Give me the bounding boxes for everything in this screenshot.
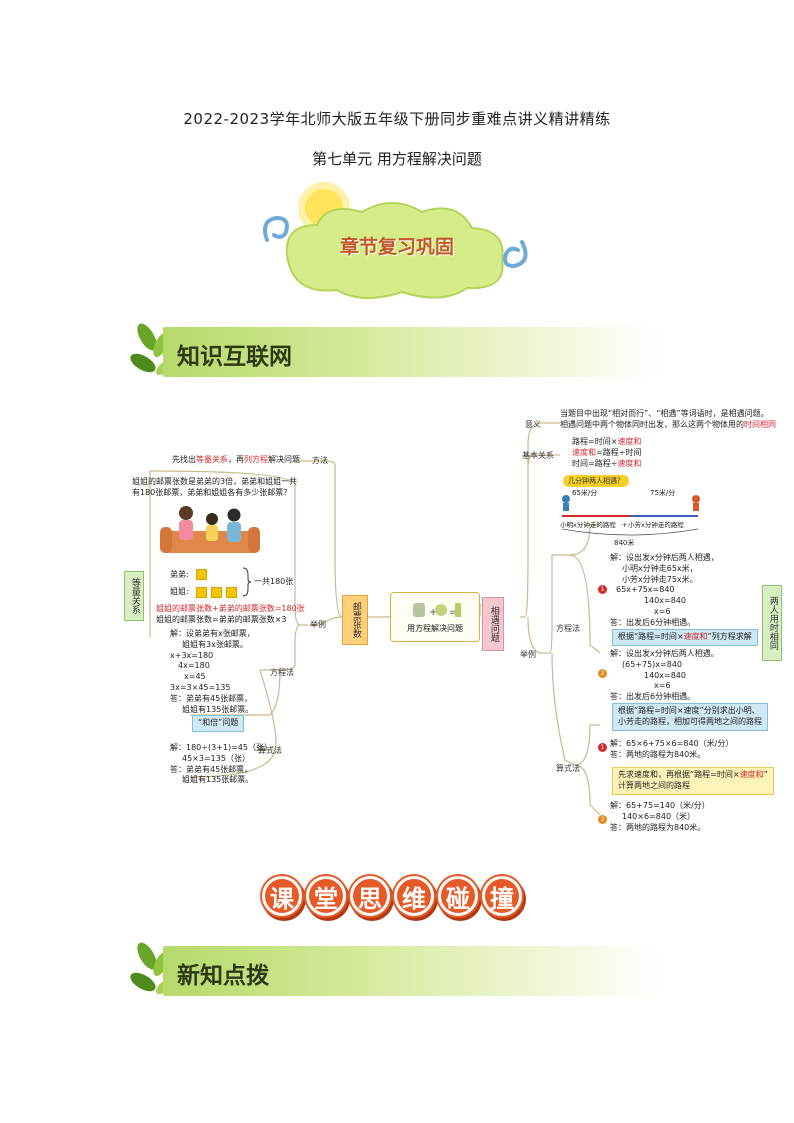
center-label: 用方程解决问题 bbox=[407, 624, 463, 633]
sum-times-tag: “和倍”问题 bbox=[192, 715, 245, 732]
title-char-3: 思 bbox=[350, 876, 390, 916]
document-title: 2022-2023学年北师大版五年级下册同步重难点讲义精讲精练 bbox=[183, 110, 611, 128]
arithmetic-note-2: 先求速度和，再根据“路程=时间×速度和” 计算两地之间的路程 bbox=[612, 767, 774, 795]
brace-icon bbox=[242, 567, 252, 597]
equation-note: 根据“路程=时间×速度和”列方程求解 bbox=[612, 629, 758, 646]
chapter-review-badge: 章节复习巩固 bbox=[262, 180, 532, 305]
left-equation-method-label: 方程法 bbox=[270, 668, 294, 677]
left-arithmetic-solution: 解：180÷(3+1)=45（张） 45×3=135（张） 答：弟弟有45张邮票… bbox=[170, 743, 272, 785]
chapter-review-label: 章节复习巩固 bbox=[339, 236, 454, 258]
arith-2-badge: 2 bbox=[598, 815, 607, 824]
method-2-badge: 2 bbox=[598, 669, 607, 678]
brother-label: 弟弟: bbox=[170, 570, 189, 579]
right-example-label: 举例 bbox=[520, 650, 536, 659]
right-eq-solution-1: 解：设出发x分钟后两人相遇， 小明x分钟走65x米， 小芳x分钟走75x米。 6… bbox=[610, 553, 719, 627]
center-node: + = 用方程解决问题 bbox=[390, 592, 480, 642]
title-char-5: 碰 bbox=[438, 876, 478, 916]
knowledge-network-heading: 知识互联网 bbox=[177, 344, 292, 370]
method-1-badge: 1 bbox=[598, 585, 607, 594]
speed-right: 75米/分 bbox=[650, 489, 676, 497]
question-badge: 几分钟两人相遇？ bbox=[563, 475, 629, 487]
sister-label: 姐姐: bbox=[170, 587, 189, 596]
knowledge-network-banner: 知识互联网 bbox=[125, 315, 670, 383]
segment-left: 小明x分钟走的路程 bbox=[560, 521, 616, 529]
mind-map: + = 用方程解决问题 邮票张数 方法 先找出等量关系，再列方程解决问题 举例 … bbox=[120, 405, 785, 845]
meaning-text: 当题目中出现“相对而行”、“相遇”等词语时，是相遇问题。 相遇问题中两个物体同时… bbox=[560, 409, 776, 429]
equal-relation-tag: 等量关系 bbox=[124, 571, 144, 621]
right-arithmetic-label: 算式法 bbox=[556, 764, 580, 773]
cloud-sun-illustration bbox=[263, 182, 528, 300]
sister-block-2 bbox=[211, 587, 222, 598]
mind-map-connectors bbox=[149, 422, 601, 816]
arithmetic-solution-1: 解：65×6+75×6=840（米/分） 答：两地的路程为840米。 bbox=[610, 739, 734, 759]
segment-right: 小芳x分钟走的路程 bbox=[628, 521, 684, 529]
stamp-problem: 姐姐的邮票张数是弟弟的3倍，弟弟和姐姐一共 有180张邮票，弟弟和姐姐各有多少张… bbox=[132, 477, 298, 497]
new-knowledge-banner: 新知点拨 bbox=[125, 934, 670, 1002]
title-char-2: 堂 bbox=[306, 876, 346, 916]
example-label: 举例 bbox=[310, 620, 326, 629]
unit-title: 第七单元 用方程解决问题 bbox=[312, 150, 482, 168]
left-arithmetic-label: 算式法 bbox=[258, 746, 282, 755]
new-knowledge-heading: 新知点拨 bbox=[177, 963, 269, 989]
sister-block-3 bbox=[226, 587, 237, 598]
meaning-label: 意义 bbox=[525, 420, 541, 429]
meeting-line-diagram bbox=[561, 495, 700, 536]
title-char-6: 撞 bbox=[482, 876, 522, 916]
equation-icon: + = bbox=[413, 603, 461, 618]
arithmetic-solution-2: 解：65+75=140（米/分） 140×6=840（米） 答：两地的路程为84… bbox=[610, 801, 710, 832]
meeting-problem-node: 相遇问题 bbox=[482, 597, 504, 651]
same-time-tag: 两人用时相同 bbox=[762, 585, 782, 661]
basic-relation-label: 基本关系 bbox=[522, 451, 554, 460]
segment-plus: + bbox=[622, 521, 628, 529]
arith-1-badge: 1 bbox=[598, 743, 607, 752]
right-eq-solution-2: 解：设出发x分钟后两人相遇。 (65+75)x=840 140x=840 x=6… bbox=[610, 649, 719, 702]
arithmetic-note-1: 根据“路程=时间×速度”分别求出小明、 小芳走的路程，相加可得两地之间的路程 bbox=[612, 703, 768, 731]
brother-block bbox=[196, 569, 207, 580]
title-char-1: 课 bbox=[262, 876, 302, 916]
svg-text:+: + bbox=[429, 607, 437, 618]
total-distance: 840米 bbox=[614, 539, 635, 547]
stamp-count-node: 邮票张数 bbox=[342, 595, 368, 645]
method-text: 先找出等量关系，再列方程解决问题 bbox=[172, 455, 300, 464]
title-char-4: 维 bbox=[394, 876, 434, 916]
total-label: 一共180张 bbox=[254, 577, 294, 586]
method-label: 方法 bbox=[312, 456, 328, 465]
right-equation-method-label: 方程法 bbox=[556, 624, 580, 633]
family-sofa-illustration bbox=[160, 506, 260, 553]
left-equation-solution: 解：设弟弟有x张邮票， 姐姐有3x张邮票。 x+3x=180 4x=180 x=… bbox=[170, 629, 255, 714]
sister-block-1 bbox=[196, 587, 207, 598]
relation-line-2: 姐姐的邮票张数=弟弟的邮票张数×3 bbox=[156, 615, 287, 624]
speed-left: 65米/分 bbox=[572, 489, 598, 497]
basic-relations: 路程=时间×速度和 速度和=路程÷时间 时间=路程÷速度和 bbox=[572, 437, 642, 468]
svg-text:=: = bbox=[449, 607, 457, 618]
relation-line-1: 姐姐的邮票张数+弟弟的邮票张数=180张 bbox=[156, 604, 305, 613]
classroom-thinking-title: 课 堂 思 维 碰 撞 bbox=[262, 876, 522, 920]
